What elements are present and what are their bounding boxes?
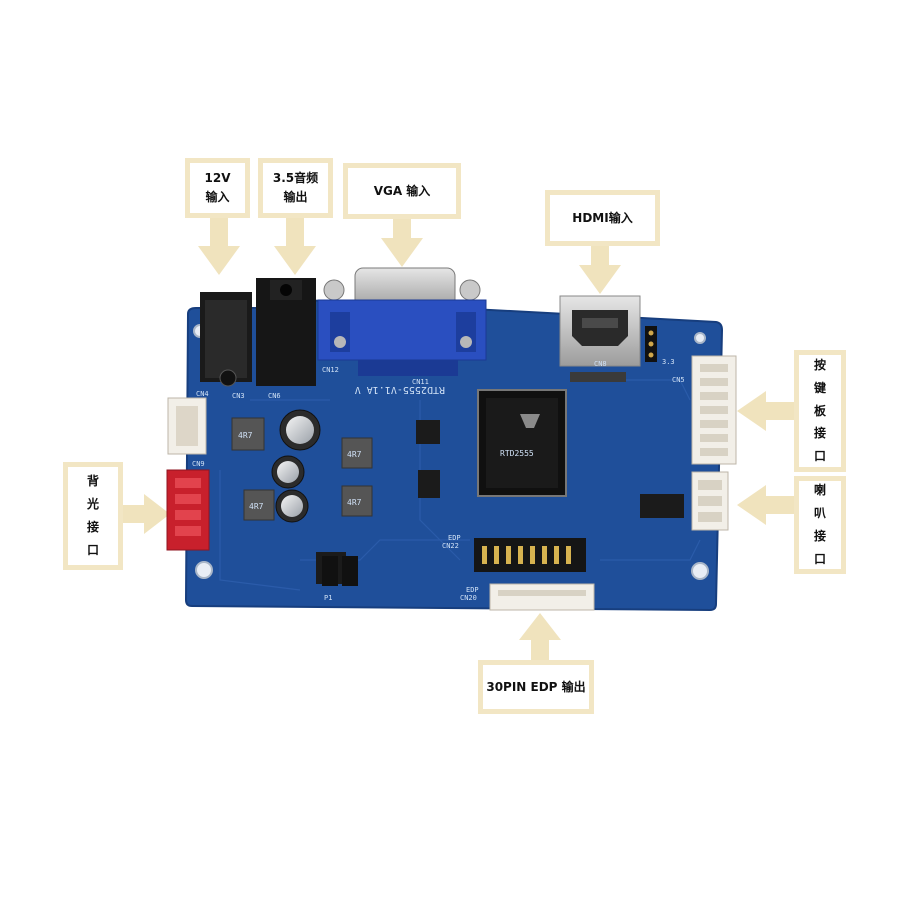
silk-edp-1: EDP [448,534,461,542]
label-edp-text: 30PIN EDP 输出 [486,679,586,694]
label-vga-text: VGA 输入 [373,183,431,198]
label-speaker-port: 喇 叭 接 口 [794,476,846,574]
label-audio-line1: 3.5音频 [272,171,319,186]
arrow-vga [381,219,423,267]
label-edp-output: 30PIN EDP 输出 [478,660,594,714]
arrow-keypad [737,391,794,431]
silk-p1: P1 [324,594,332,602]
silk-cn4: CN4 [196,390,209,398]
pin-header-3v3 [645,326,657,362]
vga-connector [317,267,487,376]
arrow-speaker [737,485,794,525]
pcb-traces [219,379,701,591]
capacitors [271,409,321,523]
label-hdmi-input: HDMI输入 [545,190,660,246]
audio-jack [256,278,316,386]
keypad-char-2: 键 [813,380,826,395]
backlight-connector [166,469,210,551]
chip-marking: RTD2555 [500,449,534,458]
silk-cn5: CN5 [672,376,685,384]
silk-cn11: CN11 [412,378,429,386]
silk-cn9: CN9 [192,460,205,468]
cn4-connector [167,397,207,455]
silk-cn8: CN8 [594,360,607,368]
silk-cn6: CN6 [268,392,281,400]
silkscreen-text: RTD2555-V1.1A V CN3 CN4 CN5 CN6 CN8 CN9 … [192,358,685,602]
keypad-char-4: 接 [813,426,826,441]
speaker-char-4: 口 [813,551,826,566]
silk-cn20: CN20 [460,594,477,602]
jumper-p1 [322,556,358,586]
arrows [123,218,794,660]
speaker-char-1: 喇 [813,483,826,498]
edp-connectors [474,538,595,611]
silk-inductor-3: 4R7 [249,502,264,511]
dc-power-jack [200,292,252,387]
arrow-12v [198,218,240,275]
arrow-backlight [123,494,170,534]
arrow-hdmi [579,246,621,294]
arrow-audio [274,218,316,275]
backlight-char-4: 口 [86,542,99,557]
backlight-char-2: 光 [86,497,99,512]
silk-edp-2: EDP [466,586,479,594]
label-12v-input: 12V 输入 [185,158,250,218]
backlight-char-3: 接 [86,520,99,534]
label-vga-input: VGA 输入 [343,163,461,219]
keypad-char-3: 板 [813,403,826,418]
label-audio-line2: 输出 [283,190,308,204]
arrow-edp [519,613,561,660]
keypad-connector [691,355,737,465]
silk-cn22: CN22 [442,542,459,550]
label-12v-line2: 输入 [205,190,230,204]
speaker-char-3: 接 [813,529,826,543]
inductors [231,417,373,521]
backlight-char-1: 背 [86,474,99,489]
label-hdmi-text: HDMI输入 [572,210,633,225]
label-backlight-port: 背 光 接 口 [63,462,123,570]
board-model-text: RTD2555-V1.1A V [355,384,445,395]
silk-cn3: CN3 [232,392,245,400]
silk-cn12: CN12 [322,366,339,374]
speaker-char-2: 叭 [813,506,826,521]
mounting-holes [193,324,709,580]
silk-inductor-4: 4R7 [347,498,362,507]
label-keypad-port: 按 键 板 接 口 [794,350,846,472]
label-audio-output: 3.5音频 输出 [258,158,333,218]
label-12v-line1: 12V [204,171,231,186]
speaker-connector [691,471,729,531]
hdmi-connector [559,295,641,382]
main-scaler-chip [477,389,567,497]
silk-3v3: 3.3 [662,358,675,366]
silk-inductor-2: 4R7 [347,450,362,459]
keypad-char-1: 按 [813,358,826,373]
keypad-char-5: 口 [813,449,826,464]
silk-inductor-1: 4R7 [238,431,253,440]
